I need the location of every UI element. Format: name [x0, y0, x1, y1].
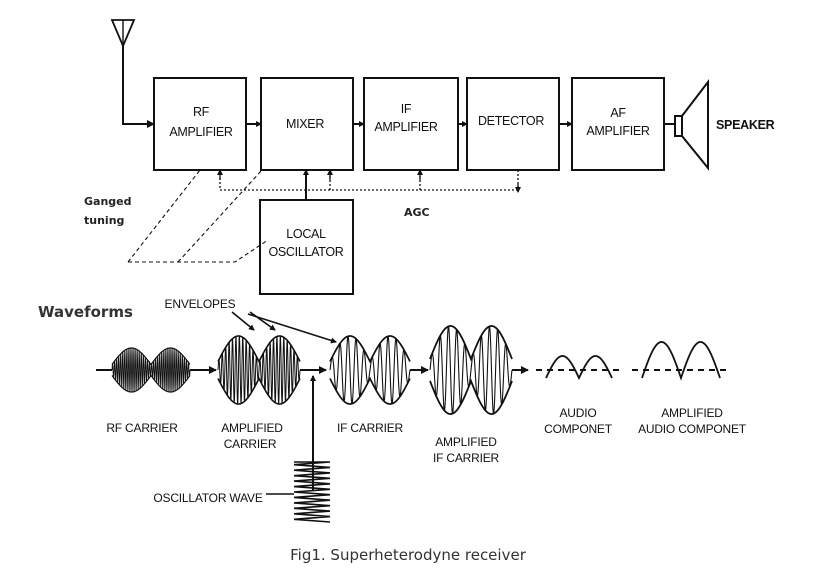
mixer-label: MIXER: [286, 117, 324, 131]
if-amplifier-label-2: AMPLIFIER: [374, 120, 438, 134]
amplified-carrier-label-1: AMPLIFIED: [221, 421, 283, 435]
af-amplifier-label-1: AF: [610, 106, 626, 120]
amplified-if-carrier-waveform: [429, 325, 513, 415]
amplified-if-carrier-label-1: AMPLIFIED: [435, 435, 497, 449]
amplified-audio-component-label-2: AUDIO COMPONET: [638, 422, 747, 436]
envelopes-label: ENVELOPES: [165, 297, 236, 311]
local-oscillator-block: [259, 199, 354, 295]
local-oscillator-label-1: LOCAL: [286, 227, 326, 241]
waveforms-title: Waveforms: [38, 303, 133, 321]
oscillator-wave-label: OSCILLATOR WAVE: [153, 491, 262, 505]
agc-feedback-line: [219, 170, 519, 191]
rf-carrier-label: RF CARRIER: [106, 421, 178, 435]
amplified-carrier-label-2: CARRIER: [224, 437, 277, 451]
speaker-label: SPEAKER: [716, 118, 775, 132]
amplified-audio-component-label-1: AMPLIFIED: [661, 406, 723, 420]
audio-component-label-2: COMPONET: [544, 422, 613, 436]
speaker-icon: [674, 79, 709, 171]
ganged-tuning-lines: [127, 169, 269, 263]
rf-amplifier-label-1: RF: [193, 105, 210, 119]
oscillator-wave-waveform: [266, 461, 331, 523]
ganged-tuning-label-1: Ganged: [84, 195, 132, 208]
rf-carrier-waveform: [111, 347, 191, 393]
amplified-if-carrier-label-2: IF CARRIER: [433, 451, 500, 465]
amplified-carrier-waveform: [217, 334, 301, 406]
if-carrier-waveform: [329, 335, 411, 405]
if-amplifier-label-1: IF: [401, 102, 412, 116]
af-amplifier-label-2: AMPLIFIER: [586, 124, 650, 138]
rf-amplifier-block: [153, 77, 247, 171]
rf-amplifier-label-2: AMPLIFIER: [169, 125, 233, 139]
agc-label: AGC: [404, 206, 430, 219]
audio-component-label-1: AUDIO: [559, 406, 596, 420]
ganged-tuning-label-2: tuning: [84, 214, 124, 227]
detector-block: [466, 77, 560, 171]
figure-caption: Fig1. Superheterodyne receiver: [290, 546, 526, 564]
detector-label: DETECTOR: [478, 114, 544, 128]
superheterodyne-diagram: RF AMPLIFIER MIXER IF AMPLIFIER DETECTOR…: [38, 19, 775, 523]
local-oscillator-label-2: OSCILLATOR: [268, 245, 343, 259]
amplified-audio-component-waveform: [632, 341, 730, 381]
audio-component-waveform: [536, 355, 622, 381]
antenna-icon: [110, 19, 150, 125]
if-carrier-label: IF CARRIER: [337, 421, 404, 435]
if-amplifier-block: [363, 77, 459, 171]
